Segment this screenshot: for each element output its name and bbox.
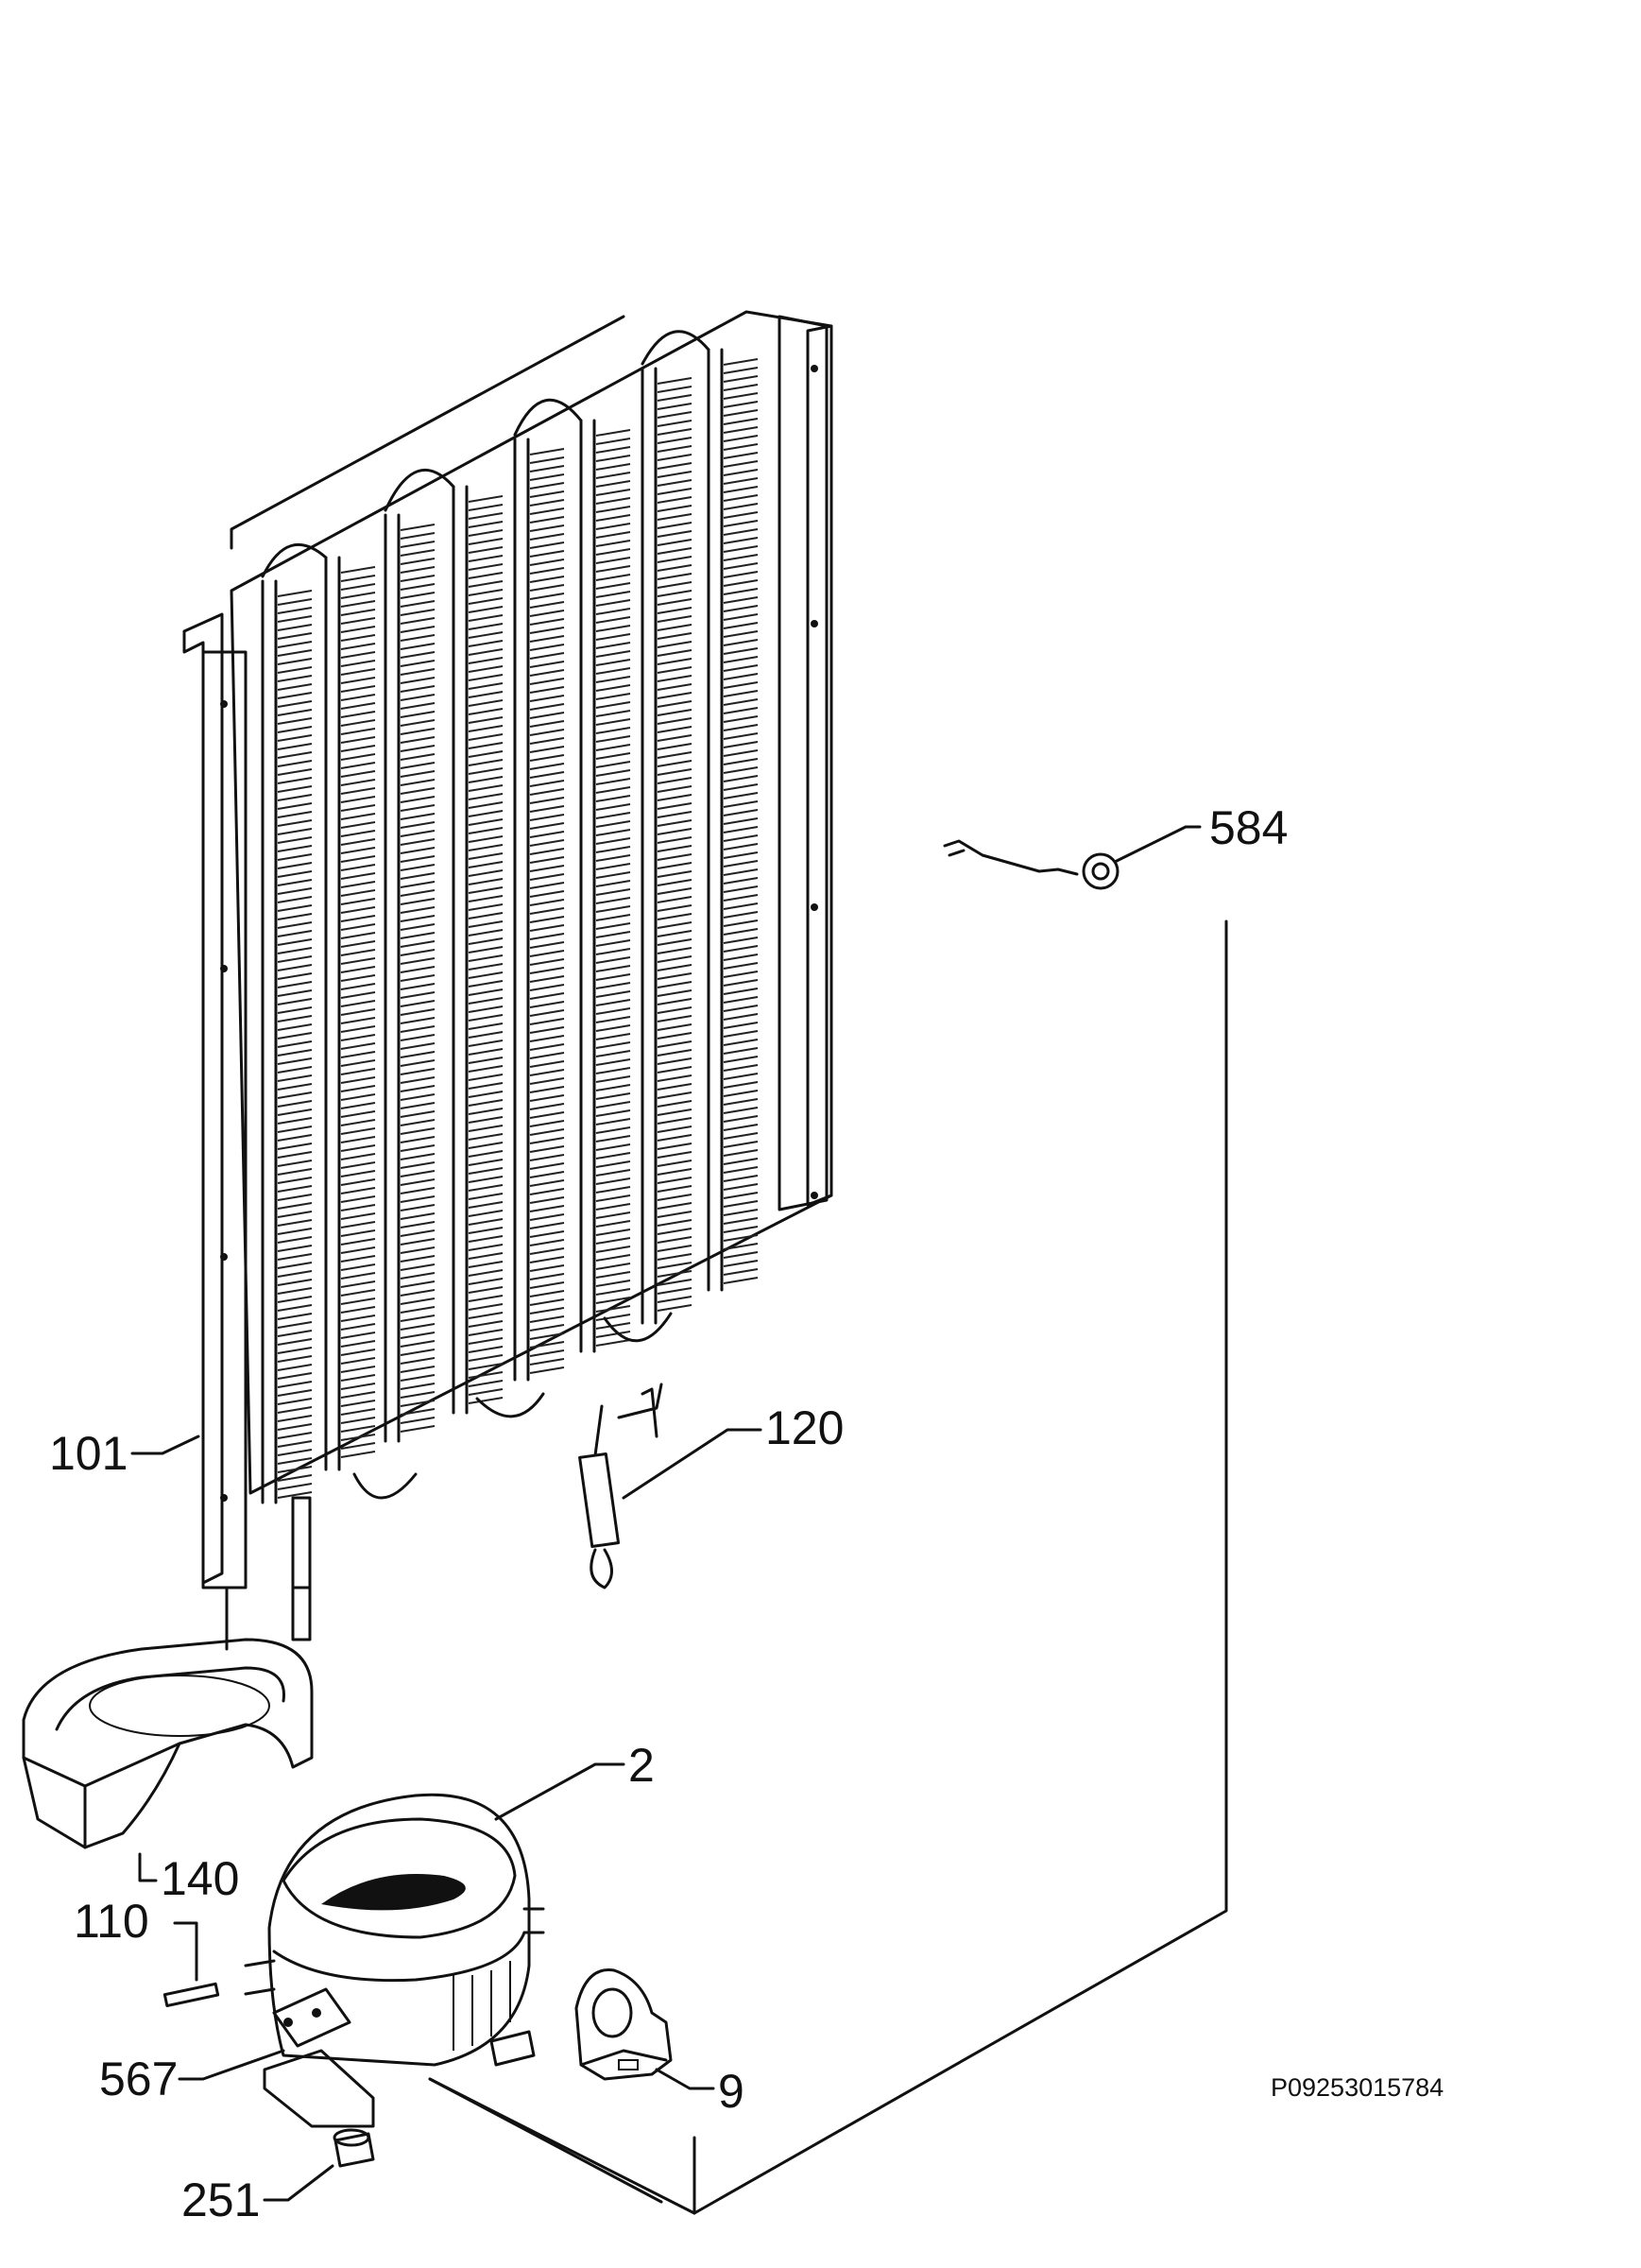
label-120: 120 [765,1401,844,1454]
part-2-compressor [244,1793,545,2128]
part-140-drip-tray [22,1638,314,1849]
part-9-relay [574,1968,673,2081]
label-2: 2 [628,1739,655,1792]
cabinet-outline [230,315,1228,2215]
label-9: 9 [718,2065,744,2118]
condenser-fins [261,348,759,1504]
figure-code: P09253015784 [1271,2073,1444,2102]
label-567: 567 [99,2053,178,2105]
label-251: 251 [181,2174,260,2226]
label-140: 140 [161,1852,239,1905]
part-251-nut [333,2128,375,2168]
part-120-filter [578,1383,663,1589]
condenser [182,310,833,1641]
part-584-cable [943,839,1120,890]
label-110: 110 [74,1895,149,1948]
part-110-pin [162,1982,220,2007]
label-101: 101 [49,1427,128,1480]
leader-lines [130,825,1202,2202]
label-584: 584 [1209,801,1288,854]
